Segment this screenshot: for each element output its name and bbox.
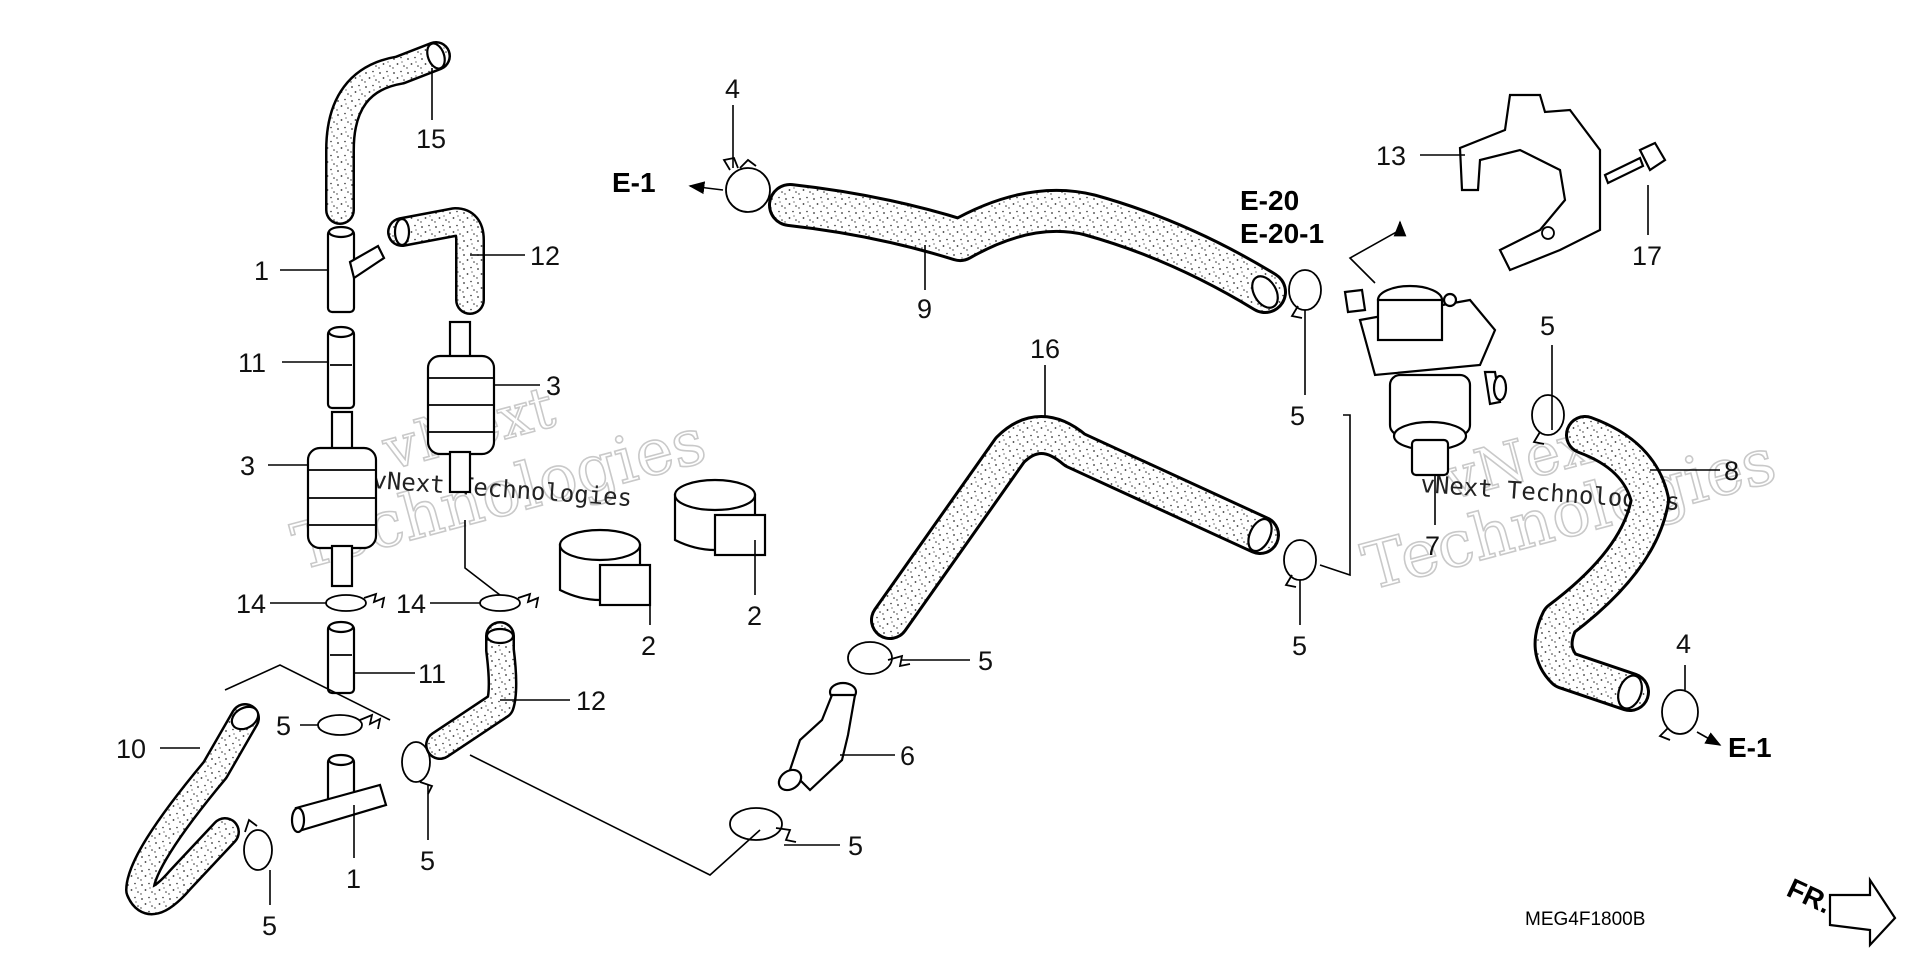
- clip-4-b: [1658, 689, 1699, 741]
- joint-11-lower: [326, 620, 356, 695]
- callout-3-left: 3: [240, 451, 255, 481]
- valve-7: [1343, 284, 1508, 477]
- bracket-13: [1458, 93, 1602, 272]
- callout-5-h: 5: [1292, 631, 1307, 661]
- callout-7: 7: [1425, 531, 1440, 561]
- ref-e20: E-20: [1240, 185, 1299, 216]
- clip-5-g: [1531, 394, 1565, 445]
- callout-5-e: 5: [848, 831, 863, 861]
- callout-1-lower: 1: [346, 864, 361, 894]
- hose-9: [768, 183, 1287, 314]
- leader-lines: [160, 68, 1722, 905]
- clip-5-e: [729, 807, 797, 843]
- hose-15: [325, 41, 451, 225]
- callout-4-right: 4: [1676, 629, 1691, 659]
- callout-11-lower: 11: [418, 659, 446, 689]
- bolt-17: [1603, 141, 1667, 185]
- callouts: 15 1 12 11 3 3 14 14 11 12 10 5 1 5 5 4 …: [116, 74, 1739, 941]
- ref-e20-1: E-20-1: [1240, 218, 1324, 249]
- hose-10: [125, 703, 260, 916]
- clip-5-a: [317, 713, 382, 736]
- callout-9: 9: [917, 294, 932, 324]
- callout-5-f: 5: [1290, 401, 1305, 431]
- holder-2-left: [558, 528, 652, 607]
- callout-3-right: 3: [546, 371, 561, 401]
- callout-5-b: 5: [262, 911, 277, 941]
- callout-12-lower: 12: [576, 686, 606, 716]
- hose-12-lower: [425, 621, 518, 760]
- drawing-code: MEG4F1800B: [1525, 909, 1645, 930]
- joint-6: [777, 681, 858, 792]
- joint-1-lower: [290, 753, 388, 834]
- hose-8: [1533, 415, 1670, 712]
- callout-17: 17: [1632, 241, 1662, 271]
- clip-5-d: [847, 641, 911, 675]
- holder-2-right: [673, 478, 767, 557]
- callout-5-c: 5: [420, 846, 435, 876]
- callout-14-left: 14: [236, 589, 266, 619]
- callout-5-g: 5: [1540, 311, 1555, 341]
- callout-6: 6: [900, 741, 915, 771]
- clip-4-a: [722, 156, 771, 213]
- callout-16: 16: [1030, 334, 1060, 364]
- callout-10: 10: [116, 734, 146, 764]
- fuel-filter-3-left: [306, 410, 378, 588]
- clip-14-left: [325, 592, 386, 612]
- callout-13: 13: [1376, 141, 1406, 171]
- clip-5-h: [1283, 539, 1317, 588]
- callout-4-top: 4: [725, 74, 740, 104]
- callout-11-upper: 11: [238, 348, 266, 378]
- clip-5-b: [243, 818, 273, 871]
- callout-5-a: 5: [276, 711, 291, 741]
- ref-e1-right: E-1: [1728, 732, 1772, 763]
- callout-1-upper: 1: [254, 256, 269, 286]
- reference-labels: E-1 E-20 E-20-1 E-1: [612, 167, 1772, 763]
- callout-15: 15: [416, 124, 446, 154]
- fuel-filter-3-right: [426, 320, 496, 494]
- clip-14-right: [479, 592, 540, 612]
- callout-14-right: 14: [396, 589, 426, 619]
- callout-2-left: 2: [641, 631, 656, 661]
- callout-5-d: 5: [978, 646, 993, 676]
- callout-2-right: 2: [747, 601, 762, 631]
- clip-5-c: [401, 741, 434, 795]
- front-label: FR.: [1782, 872, 1836, 919]
- callout-8: 8: [1724, 456, 1739, 486]
- callout-12-upper: 12: [530, 241, 560, 271]
- joint-1-upper: [326, 225, 386, 314]
- joint-11-upper: [326, 325, 356, 410]
- hose-12-upper: [387, 207, 485, 315]
- ref-e1-left: E-1: [612, 167, 656, 198]
- front-arrow: FR.: [1782, 872, 1897, 948]
- hose-16: [870, 415, 1280, 640]
